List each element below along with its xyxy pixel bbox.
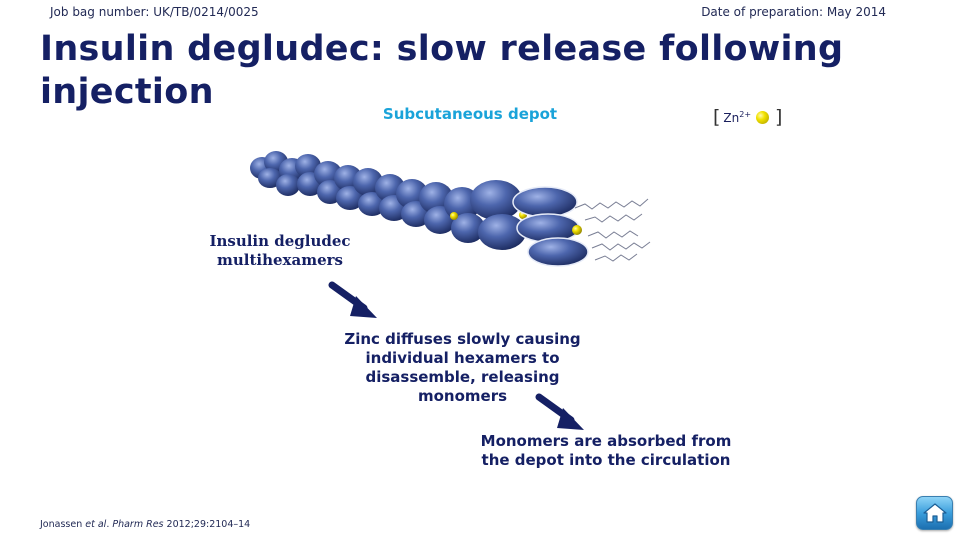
legend-close-bracket: ]	[775, 106, 783, 128]
arrow-down-right-icon	[328, 281, 377, 318]
hexamer-disassembling	[512, 186, 589, 267]
zinc-legend: [ Zn2+ ]	[713, 106, 783, 128]
multihexamers-label: Insulin degludec multihexamers	[209, 232, 351, 269]
slide-title: Insulin degludec: slow release following…	[40, 29, 844, 112]
zinc-diffusion-label: Zinc diffuses slowly causing individual …	[344, 330, 581, 405]
multihexamer-illustration	[250, 151, 651, 267]
depot-heading: Subcutaneous depot	[382, 105, 558, 123]
home-icon	[922, 503, 947, 523]
zinc-ion-icon	[756, 110, 770, 124]
legend-open-bracket: [	[713, 106, 721, 128]
arrow-down-right-icon	[535, 393, 584, 430]
zinc-symbol: Zn2+	[723, 109, 752, 125]
fatty-acid-chains	[574, 198, 651, 262]
hexamer-chain	[250, 151, 527, 250]
home-button[interactable]	[916, 496, 953, 530]
date-of-preparation: Date of preparation: May 2014	[701, 5, 886, 19]
zinc-charge: 2+	[739, 109, 752, 119]
job-bag-number: Job bag number: UK/TB/0214/0025	[50, 5, 259, 19]
reference-footnote: Jonassen et al. Pharm Res 2012;29:2104–1…	[40, 519, 251, 530]
monomers-absorbed-label: Monomers are absorbed from the depot int…	[480, 432, 732, 469]
